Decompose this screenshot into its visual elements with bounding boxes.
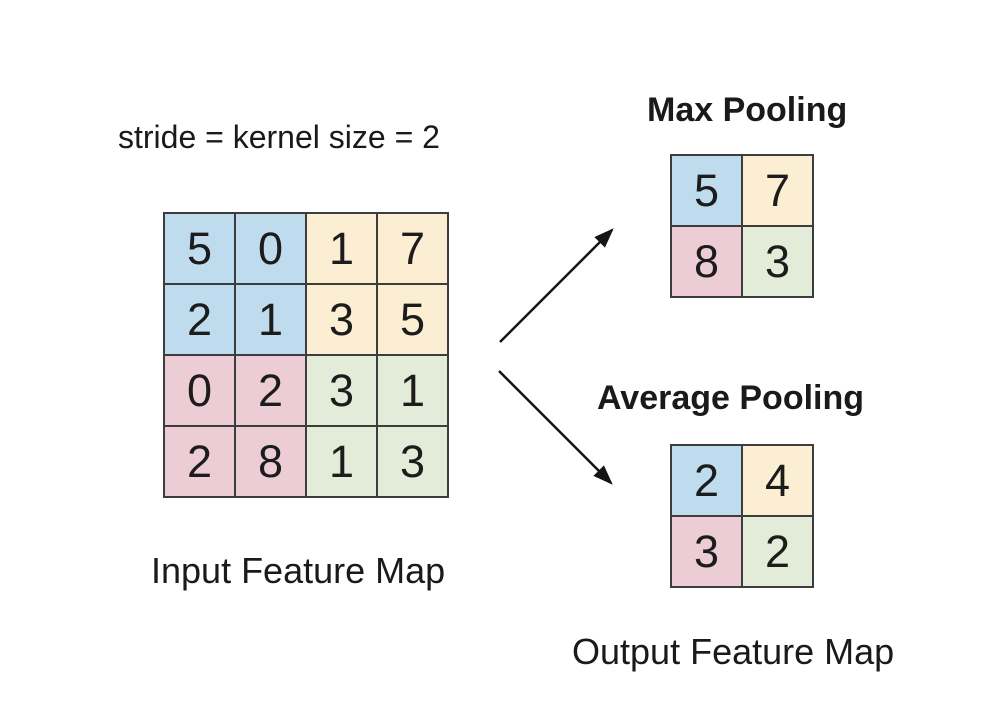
grid-cell: 7 [743,156,812,225]
arrow-to-max-pooling [499,228,614,343]
grid-cell: 8 [672,227,741,296]
grid-cell: 3 [307,356,376,425]
grid-cell: 0 [165,356,234,425]
grid-cell: 7 [378,214,447,283]
grid-cell: 1 [307,427,376,496]
stride-caption: stride = kernel size = 2 [118,119,440,155]
grid-cell: 5 [672,156,741,225]
grid-cell: 3 [378,427,447,496]
grid-cell: 3 [307,285,376,354]
arrow-to-average-pooling [498,370,613,485]
output-feature-map-label: Output Feature Map [572,631,895,672]
input-feature-map-label: Input Feature Map [151,550,446,591]
grid-cell: 2 [743,517,812,586]
grid-cell: 1 [236,285,305,354]
grid-cell: 3 [743,227,812,296]
grid-cell: 3 [672,517,741,586]
grid-cell: 4 [743,446,812,515]
grid-cell: 1 [378,356,447,425]
grid-cell: 0 [236,214,305,283]
grid-cell: 2 [236,356,305,425]
grid-cell: 2 [165,427,234,496]
grid-cell: 5 [378,285,447,354]
max-pooling-title: Max Pooling [647,91,848,129]
grid-cell: 2 [165,285,234,354]
grid-cell: 2 [672,446,741,515]
grid-cell: 1 [307,214,376,283]
grid-cell: 8 [236,427,305,496]
grid-cell: 5 [165,214,234,283]
average-pooling-title: Average Pooling [597,379,865,417]
